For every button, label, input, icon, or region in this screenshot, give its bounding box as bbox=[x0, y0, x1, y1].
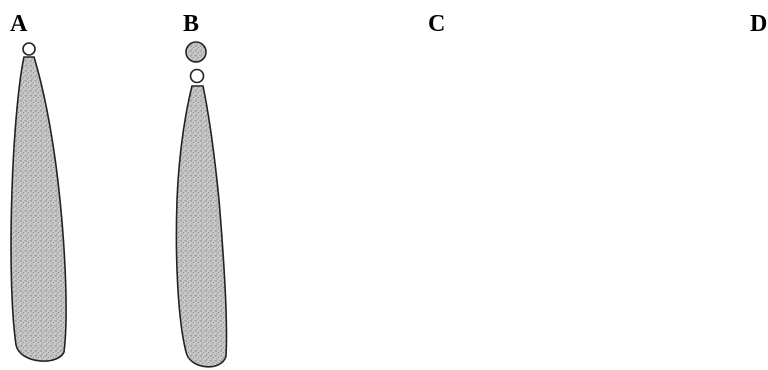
panel-b-lower-bud bbox=[191, 70, 204, 83]
panel-label-a: A bbox=[10, 12, 27, 36]
panel-a-cell-body bbox=[11, 57, 66, 361]
panel-label-d: D bbox=[750, 12, 767, 36]
panel-a-tip-bud bbox=[23, 43, 35, 55]
panel-label-c: C bbox=[428, 12, 445, 36]
panel-label-b: B bbox=[183, 12, 199, 36]
panel-b-cell-body bbox=[176, 86, 226, 367]
panel-b-upper-bud bbox=[186, 42, 206, 62]
panel-b-cell bbox=[176, 42, 226, 367]
panel-a-cell bbox=[11, 43, 66, 361]
